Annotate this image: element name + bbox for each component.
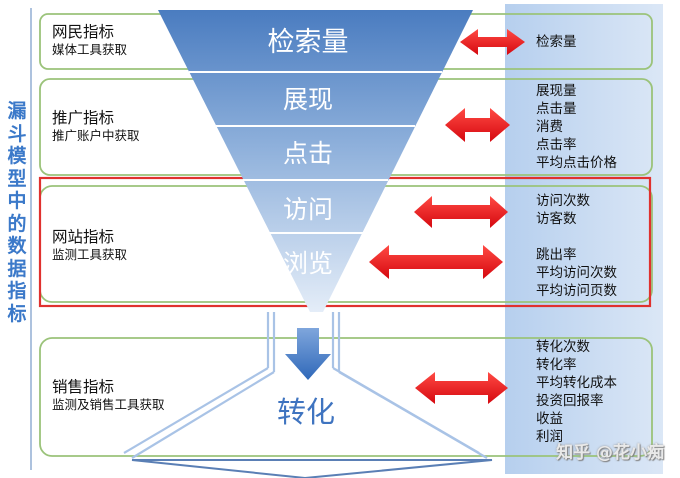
double-arrow-icon bbox=[445, 108, 510, 142]
stage-label: 检索量 bbox=[268, 27, 349, 58]
metric-item: 平均访问页数 bbox=[536, 283, 617, 299]
category-subtitle: 监测及销售工具获取 bbox=[52, 397, 165, 412]
metric-item: 转化次数 bbox=[536, 339, 590, 355]
category-title: 推广指标 bbox=[52, 109, 115, 127]
category-subtitle: 监测工具获取 bbox=[52, 247, 128, 262]
metric-item: 平均点击价格 bbox=[536, 155, 617, 171]
metric-item: 收益 bbox=[536, 411, 563, 427]
metrics-site-browse: 跳出率 平均访问次数 平均访问页数 bbox=[536, 246, 617, 300]
category-promotion: 推广指标 推广账户中获取 bbox=[52, 108, 140, 144]
double-arrow-icon bbox=[369, 245, 503, 279]
category-sales: 销售指标 监测及销售工具获取 bbox=[52, 377, 165, 413]
category-subtitle: 推广账户中获取 bbox=[52, 128, 140, 143]
metrics-promotion: 展现量 点击量 消费 点击率 平均点击价格 bbox=[536, 82, 617, 172]
metric-item: 平均转化成本 bbox=[536, 375, 617, 391]
down-arrow-icon bbox=[285, 328, 331, 380]
category-title: 网站指标 bbox=[52, 228, 115, 246]
metrics-site-visit: 访问次数 访客数 bbox=[536, 192, 590, 228]
metric-item: 点击率 bbox=[536, 137, 577, 153]
stage-label: 点击 bbox=[283, 139, 333, 168]
double-arrow-icon bbox=[414, 196, 508, 228]
metric-item: 转化率 bbox=[536, 357, 577, 373]
stage-label: 访问 bbox=[283, 195, 333, 224]
panel-sales bbox=[39, 337, 653, 457]
metric-item: 跳出率 bbox=[536, 247, 577, 263]
metric-item: 点击量 bbox=[536, 101, 577, 117]
metric-item: 投资回报率 bbox=[536, 393, 604, 409]
funnel-body bbox=[158, 10, 473, 312]
double-arrow-icon bbox=[460, 29, 525, 55]
metrics-sales: 转化次数 转化率 平均转化成本 投资回报率 收益 利润 bbox=[536, 338, 617, 446]
metric-column bbox=[505, 4, 663, 474]
conversion-label: 转化 bbox=[277, 395, 335, 429]
double-arrow-icon bbox=[415, 372, 508, 404]
metric-item: 访客数 bbox=[536, 211, 577, 227]
side-title-text: 漏斗模型中的数据指标 bbox=[7, 100, 27, 325]
stage-label: 展现 bbox=[283, 85, 333, 114]
stage-label: 浏览 bbox=[283, 249, 333, 278]
metric-item: 利润 bbox=[536, 429, 563, 445]
metric-item: 平均访问次数 bbox=[536, 265, 617, 281]
category-site: 网站指标 监测工具获取 bbox=[52, 227, 127, 263]
metric-item: 消费 bbox=[536, 119, 563, 135]
watermark: 知乎 @花小痴 bbox=[556, 443, 664, 463]
metric-item: 检索量 bbox=[536, 34, 577, 50]
funnel-spout bbox=[123, 312, 488, 459]
category-netizen: 网民指标 媒体工具获取 bbox=[52, 22, 127, 58]
category-subtitle: 媒体工具获取 bbox=[52, 42, 128, 57]
conversion-triangle bbox=[131, 459, 493, 478]
metric-item: 访问次数 bbox=[536, 193, 590, 209]
metrics-netizen: 检索量 bbox=[536, 33, 577, 51]
metric-item: 展现量 bbox=[536, 83, 577, 99]
side-title: 漏斗模型中的数据指标 bbox=[6, 100, 28, 325]
category-title: 销售指标 bbox=[52, 378, 115, 396]
category-title: 网民指标 bbox=[52, 23, 115, 41]
